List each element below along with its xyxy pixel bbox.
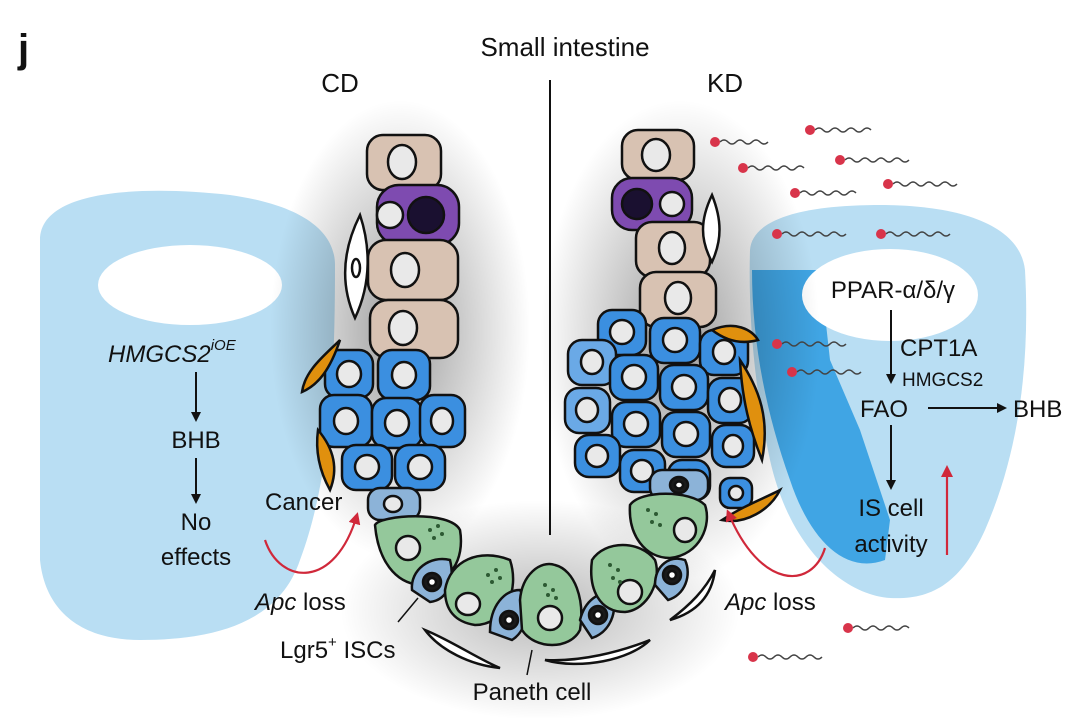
right-lumen-hole bbox=[802, 249, 978, 341]
paneth-cell-label: Paneth cell bbox=[473, 679, 592, 706]
right-outcome-line2: activity bbox=[854, 531, 927, 558]
figure-title: Small intestine bbox=[480, 32, 649, 62]
crypt-base bbox=[373, 492, 717, 670]
left-outcome-line2: effects bbox=[161, 544, 231, 571]
right-bhb-label: BHB bbox=[1013, 396, 1062, 423]
panel-letter: j bbox=[17, 27, 29, 71]
enzyme1-label: CPT1A bbox=[900, 335, 977, 362]
left-lumen-hole bbox=[98, 245, 282, 325]
lipid-molecules bbox=[710, 125, 958, 662]
right-crypt-wall bbox=[563, 128, 783, 523]
red-arrows bbox=[263, 465, 953, 578]
cancer-label: Cancer bbox=[265, 489, 342, 516]
enzyme2-label: HMGCS2 bbox=[902, 370, 983, 391]
black-arrows bbox=[191, 310, 1007, 504]
paneth-granules bbox=[428, 508, 662, 600]
stem-cell-label: Lgr5+ ISCs bbox=[280, 634, 396, 664]
left-bhb-label: BHB bbox=[171, 427, 220, 454]
left-gene-label: HMGCS2iOE bbox=[108, 337, 237, 368]
right-apc-loss-label: Apc loss bbox=[723, 589, 816, 616]
left-outcome-line1: No bbox=[181, 509, 212, 536]
left-crypt-wall bbox=[300, 133, 467, 522]
left-condition-label: CD bbox=[321, 68, 359, 98]
fao-label: FAO bbox=[860, 396, 908, 423]
right-condition-label: KD bbox=[707, 68, 743, 98]
right-outcome-line1: IS cell bbox=[858, 495, 923, 522]
left-apc-loss-label: Apc loss bbox=[253, 589, 346, 616]
label-leader-lines bbox=[397, 597, 533, 676]
receptor-label: PPAR-α/δ/γ bbox=[831, 277, 955, 304]
